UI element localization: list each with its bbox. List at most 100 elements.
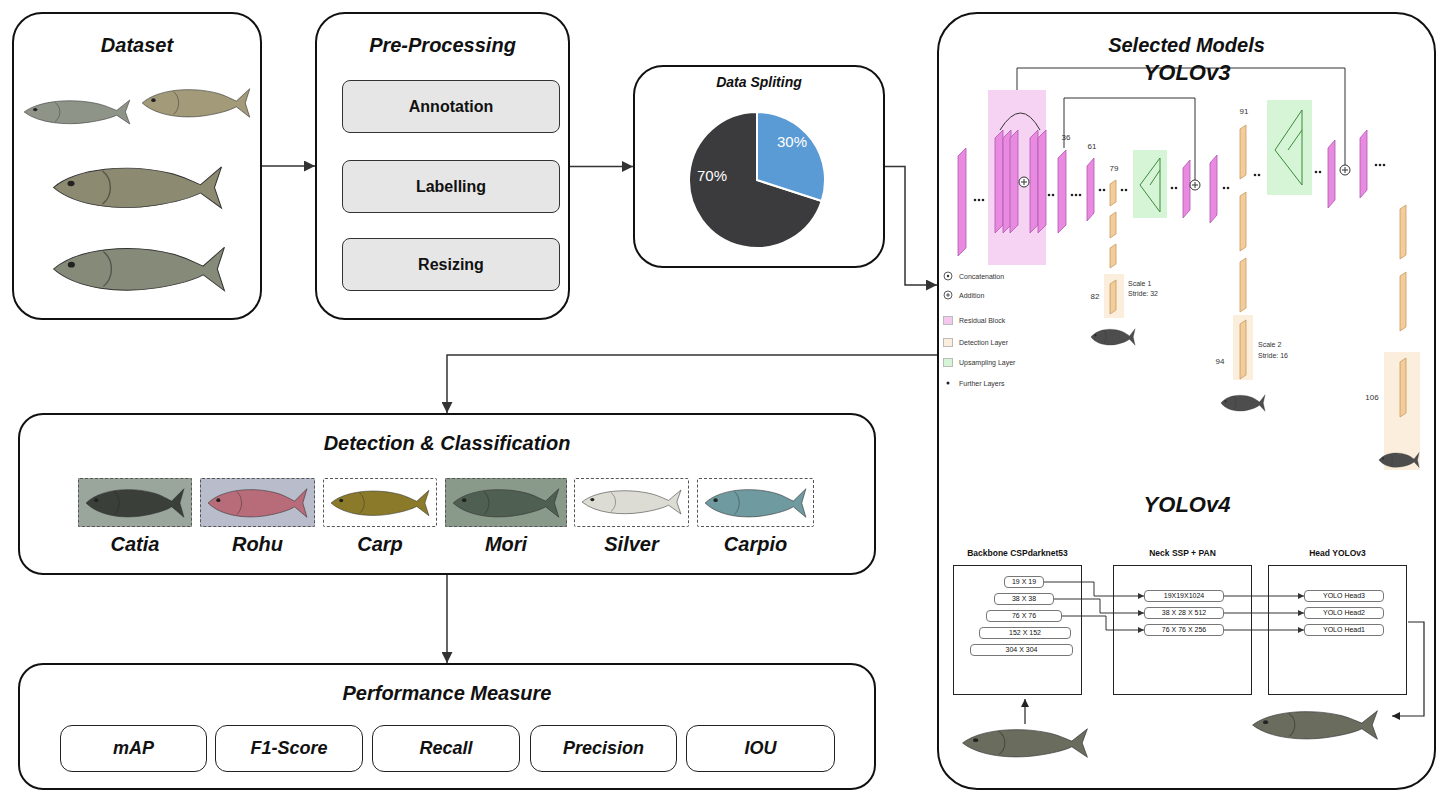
yolov3-network (1104, 274, 1124, 318)
legend-symbols (944, 272, 952, 385)
fish-sample: Carpio (697, 478, 814, 527)
species-name: Carpio (724, 533, 787, 555)
sample-images (208, 489, 307, 518)
fish-sample: Catia (78, 478, 192, 527)
feature-map-box: 76 X 76 X 256 (1144, 624, 1224, 636)
yolov4-io-fish (1253, 711, 1378, 740)
yolov3-network (1110, 212, 1116, 238)
yolov3-network (1240, 192, 1246, 251)
sample-images (574, 478, 689, 527)
yolov3-network (958, 130, 1367, 256)
yolov3-network (1021, 167, 1348, 188)
species-name: Silver (604, 533, 658, 555)
metric-box: F1-Score (215, 725, 363, 772)
feature-map-label: 76 X 76 X 256 (1162, 626, 1206, 634)
sample-images (331, 490, 429, 516)
yolov3-network (1379, 164, 1382, 167)
yolov3-network (1058, 150, 1066, 233)
yolov3-network (1110, 280, 1116, 314)
legend-text: Detection Layer (959, 339, 1008, 346)
dataset-fish (24, 100, 130, 124)
feature-map-label: 304 X 304 (1006, 646, 1038, 654)
yolov3-network (1103, 189, 1106, 192)
legend-text: Addition (959, 292, 984, 299)
layer-number: 36 (1062, 134, 1071, 143)
stage-panel: Data Spliting (633, 65, 885, 268)
sample-images (78, 478, 192, 527)
step-label: Resizing (418, 256, 484, 274)
feature-map-label: 38 X 28 X 512 (1162, 609, 1206, 617)
yolov3-network (1000, 113, 1040, 130)
stage-panel: Dataset (12, 12, 262, 320)
yolov3-network (1319, 171, 1322, 174)
layer-number: 91 (1240, 108, 1249, 117)
legend-row: Upsampling Layer (943, 357, 1015, 367)
yolov4-io-fish (963, 729, 1088, 758)
yolov3-network (1175, 187, 1178, 190)
flow-arrow (1062, 616, 1144, 630)
flow-arrow (1054, 599, 1144, 613)
yolov3-network (1360, 130, 1367, 198)
stage-panel: Performance MeasuremAPF1-ScoreRecallPrec… (18, 663, 876, 790)
flow-arrow (447, 355, 937, 413)
legend-row: Addition (943, 290, 984, 300)
feature-map-box: 19 X 19 (1004, 576, 1044, 588)
yolov3-network (1223, 187, 1226, 190)
fish-sample: Mori (445, 478, 567, 527)
feature-map-box: 76 X 76 (986, 610, 1062, 622)
yolov3-network (1099, 189, 1102, 192)
model-part-title: Neck SSP + PAN (1149, 549, 1216, 558)
model-part-box: Head YOLOv3YOLO Head3YOLO Head2YOLO Head… (1268, 565, 1407, 695)
legend-symbols (944, 272, 952, 280)
yolov3-network (1383, 164, 1386, 167)
yolov3-network (1019, 177, 1029, 187)
scale-note: Scale 1 (1128, 280, 1151, 288)
metric-box: IOU (686, 725, 835, 772)
yolov3-network (1052, 194, 1055, 197)
step-box: Annotation (342, 80, 560, 133)
stage-panel: Pre-ProcessingAnnotationLabellingResizin… (315, 12, 570, 320)
yolov3-network (1400, 205, 1406, 259)
feature-map-box: 38 X 38 (994, 593, 1054, 605)
species-name: Rohu (232, 533, 283, 555)
legend-swatch (943, 338, 953, 347)
yolov3-network (1221, 395, 1265, 412)
feature-map-label: 152 X 152 (1009, 629, 1041, 637)
yolov3-network (1240, 125, 1246, 179)
yolov3-network (1125, 189, 1128, 192)
yolov3-network (974, 199, 977, 202)
yolov3-network (1024, 179, 1025, 185)
yolov3-network (1340, 165, 1350, 175)
sample-images (453, 489, 559, 518)
legend-swatch (943, 358, 953, 367)
yolov3-network (1328, 140, 1335, 208)
yolov3-network (1150, 170, 1160, 185)
scale-note: Stride: 16 (1258, 352, 1288, 360)
yolov3-network (1091, 329, 1135, 346)
yolov3-network (995, 130, 1003, 233)
metric-box: Recall (372, 725, 520, 772)
legend-symbols (944, 291, 952, 299)
yolov3-network (1400, 358, 1406, 417)
yolov3-network (1195, 182, 1196, 188)
yolov3-network (1288, 130, 1302, 150)
layer-number: 94 (1216, 358, 1225, 367)
metric-name: Precision (563, 739, 644, 759)
yolov3-network (1183, 160, 1190, 218)
yolov3-network (1087, 158, 1094, 221)
yolov3-network (1133, 150, 1167, 218)
split-pie (689, 112, 825, 248)
yolov3-network (1110, 180, 1116, 206)
feature-map-label: 38 X 38 (1012, 595, 1036, 603)
legend-row: Further Layers (943, 378, 1005, 388)
yolov3-network (1075, 194, 1078, 197)
dataset-fish (54, 167, 222, 208)
fish-sample: Silver (574, 478, 689, 527)
step-box: Resizing (342, 238, 560, 291)
yolov3-network (1258, 174, 1261, 177)
flow-arrow (262, 165, 315, 167)
yolov3-network (1345, 167, 1346, 173)
sample-images (445, 478, 567, 527)
feature-map-box: YOLO Head2 (1304, 607, 1384, 619)
stage-panel: Selected ModelsBackbone CSPdarknet5319 X… (937, 12, 1436, 790)
